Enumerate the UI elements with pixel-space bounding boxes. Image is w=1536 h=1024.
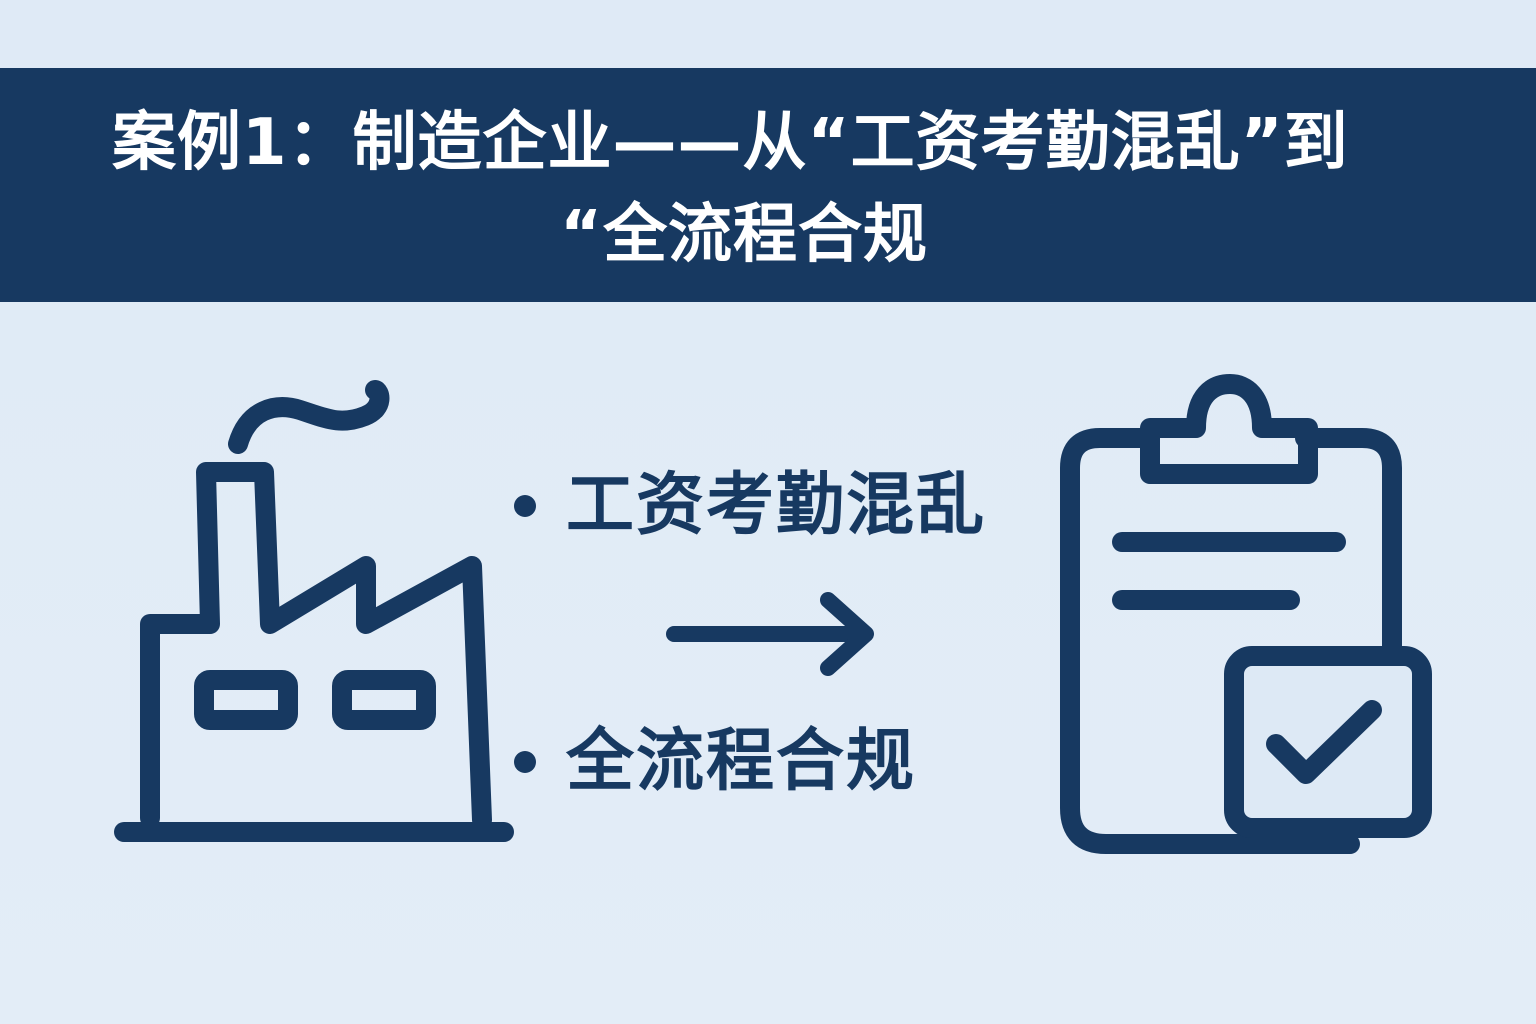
clipboard-board: [1060, 428, 1360, 854]
bullet-text-before: 工资考勤混乱: [566, 466, 987, 545]
factory-icon: [114, 380, 514, 842]
factory-window-right: [332, 670, 436, 730]
right-arrow-icon: [666, 592, 874, 676]
bullet-item-before: 工资考勤混乱: [514, 466, 986, 546]
page-title-line-1: 案例1：制造企业——从“工资考勤混乱”到: [112, 106, 1349, 180]
smoke-icon: [228, 380, 390, 454]
factory-window-left: [194, 670, 298, 730]
factory-outline: [140, 462, 492, 830]
clipboard-check-icon: [1060, 374, 1432, 854]
bullet-text-after: 全流程合规: [566, 722, 917, 801]
bullet-dot: [514, 495, 536, 517]
page-title-line-2: “全流程合规: [560, 198, 929, 272]
bullet-dot: [514, 751, 536, 773]
check-mark-icon: [1266, 700, 1382, 784]
title-banner: [0, 68, 1536, 302]
bullet-item-after: 全流程合规: [514, 722, 916, 802]
clipboard-clip: [1140, 374, 1318, 484]
